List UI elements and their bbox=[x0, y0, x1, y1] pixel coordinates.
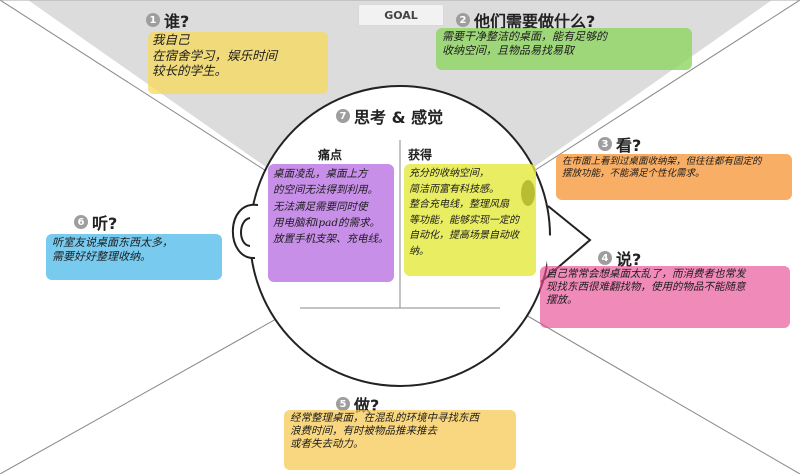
do-note: 经常整理桌面，在混乱的环境中寻找东西 浪费时间，有时被物品推来推去 或者失去动力… bbox=[284, 410, 520, 470]
see-note: 在市面上看到过桌面收纳架，但往往都有固定的 摆放功能，不能满足个性化需求。 bbox=[556, 152, 796, 200]
ear bbox=[231, 203, 259, 260]
gains-note-text: 充分的收纳空间， 简洁而富有科技感。 整合充电线，整理风扇 等功能，能够实现一定… bbox=[409, 168, 519, 257]
divider-bottom-left bbox=[0, 299, 311, 474]
who-number: 1 bbox=[146, 13, 160, 27]
hear-note-text: 听室友说桌面东西太多， 需要好好整理收纳。 bbox=[52, 236, 173, 263]
pains-note: 桌面凌乱，桌面上方 的空间无法得到利用。 无法满足需要同时使 用电脑和ipad的… bbox=[268, 162, 396, 282]
think-feel-title-text: 思考 & 感觉 bbox=[354, 108, 444, 127]
do-what-note: 需要干净整洁的桌面，能有足够的 收纳空间，且物品易找易取 bbox=[436, 26, 696, 70]
see-number: 3 bbox=[598, 137, 612, 151]
say-title-text: 说? bbox=[616, 250, 642, 269]
gains-label: 获得 bbox=[408, 148, 433, 162]
think-feel-number: 7 bbox=[336, 109, 350, 123]
see-title-text: 看? bbox=[616, 136, 642, 155]
do-what-title-text: 他们需要做什么? bbox=[474, 12, 596, 31]
say-note: 自己常常会想桌面太乱了，而消费者也常发 现找东西很难翻找物，使用的物品不能随意 … bbox=[540, 264, 795, 328]
say-note-text: 自己常常会想桌面太乱了，而消费者也常发 现找东西很难翻找物，使用的物品不能随意 … bbox=[546, 268, 746, 307]
pains-label: 痛点 bbox=[318, 148, 343, 162]
who-note: 我自己 在宿舍学习，娱乐时间 较长的学生。 bbox=[148, 30, 333, 94]
do-note-text: 经常整理桌面，在混乱的环境中寻找东西 浪费时间，有时被物品推来推去 或者失去动力… bbox=[290, 412, 479, 451]
do-what-title: 2 他们需要做什么? bbox=[456, 8, 595, 32]
who-title: 1 谁? bbox=[146, 8, 189, 32]
who-title-text: 谁? bbox=[164, 12, 190, 31]
hear-number: 6 bbox=[74, 215, 88, 229]
say-number: 4 bbox=[598, 251, 612, 265]
divider-bottom-right bbox=[499, 299, 800, 474]
see-title: 3 看? bbox=[598, 132, 641, 156]
see-note-text: 在市面上看到过桌面收纳架，但往往都有固定的 摆放功能，不能满足个性化需求。 bbox=[562, 156, 762, 179]
hear-title: 6 听? bbox=[74, 210, 117, 234]
say-title: 4 说? bbox=[598, 246, 641, 270]
do-what-note-text: 需要干净整洁的桌面，能有足够的 收纳空间，且物品易找易取 bbox=[442, 30, 607, 57]
gains-note: 充分的收纳空间， 简洁而富有科技感。 整合充电线，整理风扇 等功能，能够实现一定… bbox=[404, 162, 540, 276]
do-number: 5 bbox=[336, 397, 350, 411]
hear-title-text: 听? bbox=[92, 214, 118, 233]
who-note-text: 我自己 在宿舍学习，娱乐时间 较长的学生。 bbox=[152, 32, 278, 79]
goal-label: GOAL bbox=[358, 4, 444, 26]
think-feel-title: 7 思考 & 感觉 bbox=[336, 104, 443, 128]
do-what-number: 2 bbox=[456, 13, 470, 27]
hear-note: 听室友说桌面东西太多， 需要好好整理收纳。 bbox=[46, 232, 226, 280]
pains-note-text: 桌面凌乱，桌面上方 的空间无法得到利用。 无法满足需要同时使 用电脑和ipad的… bbox=[273, 168, 389, 246]
